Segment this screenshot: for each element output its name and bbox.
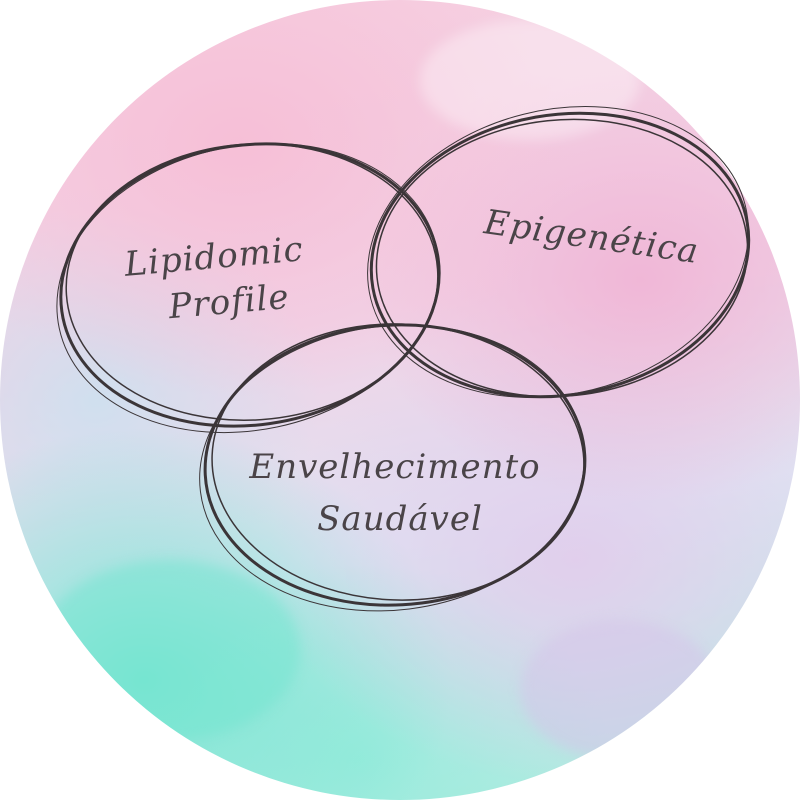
circle-lipidomic bbox=[56, 142, 441, 434]
circle-envelhecimento bbox=[199, 323, 587, 612]
circle-epigenetica bbox=[367, 106, 751, 399]
label-lipidomic-line1: Lipidomic bbox=[122, 229, 305, 285]
watercolor-blot bbox=[420, 20, 640, 140]
label-envelhecimento-line1: Envelhecimento bbox=[248, 447, 540, 487]
watercolor-blot bbox=[520, 620, 720, 760]
label-epigenetica: Epigenética bbox=[481, 202, 702, 272]
watercolor-blot bbox=[40, 560, 300, 740]
label-lipidomic-line2: Profile bbox=[166, 277, 291, 327]
label-envelhecimento-line2: Saudável bbox=[317, 499, 483, 539]
